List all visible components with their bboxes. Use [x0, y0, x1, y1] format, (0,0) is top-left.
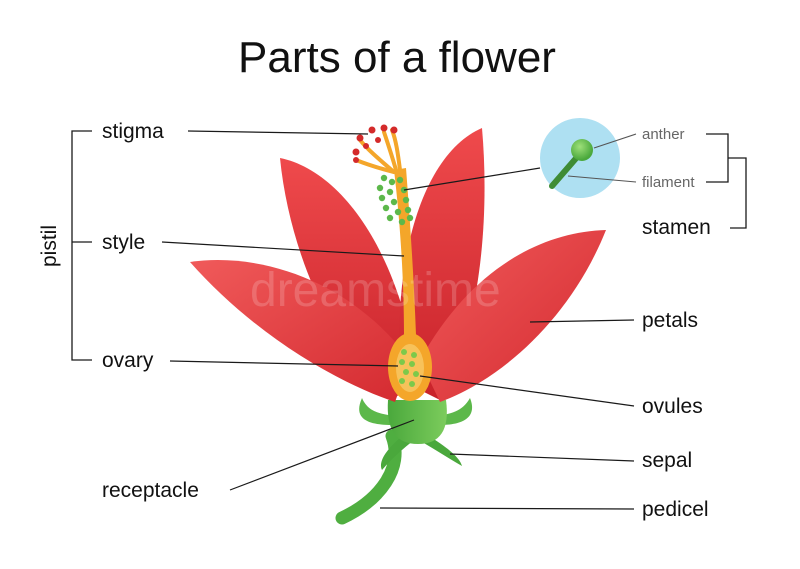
sepal-lower-right: [422, 438, 462, 466]
label-filament: filament: [642, 174, 695, 191]
label-petals: petals: [642, 309, 698, 332]
pedicel-stem: [335, 429, 402, 525]
page-title: Parts of a flower: [238, 33, 556, 82]
petal-front-left: [190, 260, 410, 402]
label-stamen: stamen: [642, 216, 711, 239]
sepal-left: [359, 398, 396, 425]
inset-anther: [571, 139, 593, 161]
stamens-cluster: [376, 174, 414, 226]
inset-filament: [549, 153, 581, 189]
label-style: style: [102, 231, 145, 254]
leader-receptacle: [229, 419, 415, 491]
leader-anther: [593, 133, 637, 149]
sepal-lower-left: [380, 438, 414, 470]
label-anther: anther: [642, 126, 685, 143]
label-ovary: ovary: [102, 349, 154, 372]
leader-ovules: [419, 375, 635, 407]
watermark: dreamstime: [250, 264, 501, 317]
petal-front-right: [420, 230, 606, 402]
label-ovules: ovules: [642, 395, 703, 418]
leader-filament: [567, 175, 637, 183]
leader-ovary: [169, 360, 399, 367]
label-stigma: stigma: [102, 120, 164, 143]
leader-style: [161, 241, 405, 257]
leader-petals: [529, 319, 635, 323]
leader-stamen-inset: [403, 167, 541, 191]
label-receptacle: receptacle: [102, 479, 199, 502]
pistil-bracket: [71, 130, 92, 361]
receptacle-shape: [387, 400, 447, 444]
flower-illustration: dreamstime: [190, 124, 606, 525]
stamen-bracket: [706, 133, 747, 229]
leader-pedicel: [379, 507, 635, 510]
leader-sepal: [449, 453, 635, 462]
label-pedicel: pedicel: [642, 498, 709, 521]
label-pistil: pistil: [38, 225, 61, 267]
label-sepal: sepal: [642, 449, 692, 472]
ovules-cluster: [399, 349, 419, 387]
leader-lines: [161, 130, 637, 510]
leader-stigma: [187, 130, 369, 135]
stamen-inset: [540, 118, 620, 198]
stigma-shape: [352, 124, 402, 174]
